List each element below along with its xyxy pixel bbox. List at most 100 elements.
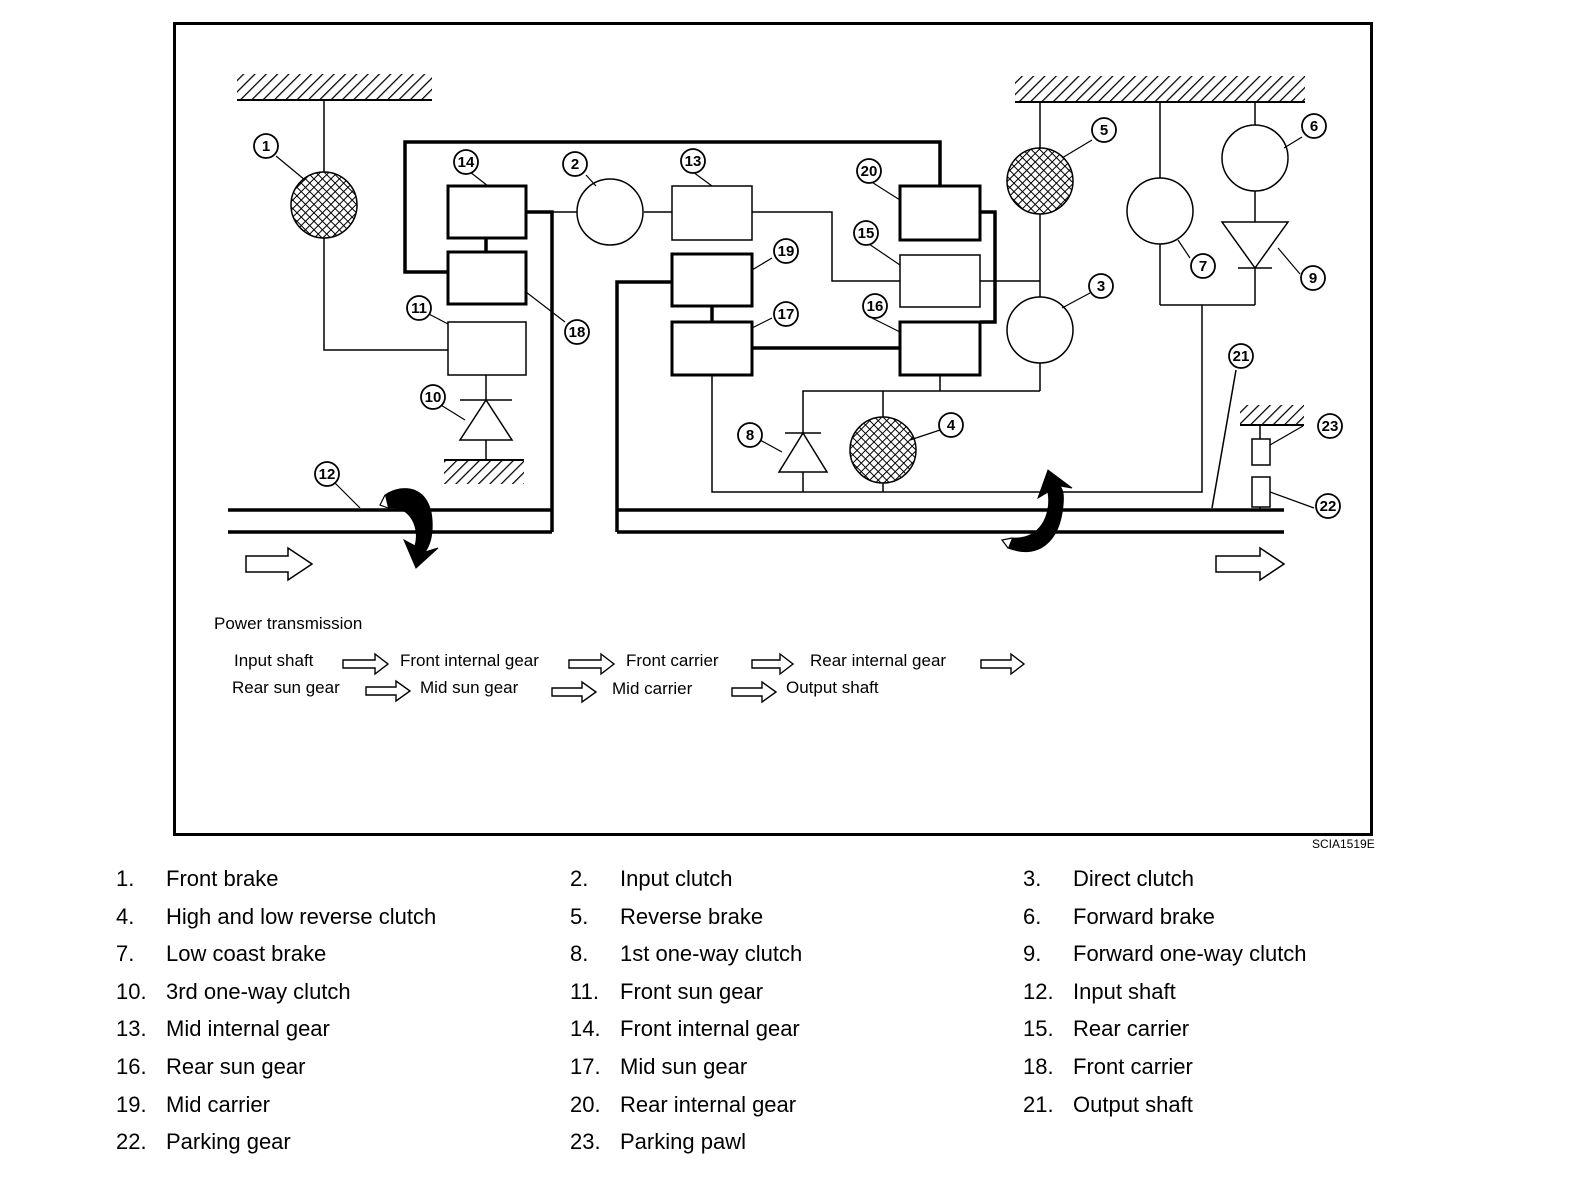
legend-number: 21. xyxy=(1023,1091,1054,1117)
flow-row2-item-2: Mid carrier xyxy=(612,679,693,698)
callout-number: 20 xyxy=(861,163,878,180)
legend-label: Mid internal gear xyxy=(166,1016,330,1042)
rotation-arrows xyxy=(379,469,1073,569)
gear-boxes xyxy=(446,184,982,377)
legend-label: Mid carrier xyxy=(166,1091,270,1117)
legend-label: Rear internal gear xyxy=(620,1091,797,1117)
legend-number: 6. xyxy=(1023,903,1042,929)
callout-number: 4 xyxy=(947,417,956,434)
legend-number: 16. xyxy=(116,1054,147,1079)
callout-4: 4 xyxy=(938,412,964,438)
thick-links xyxy=(228,140,1284,534)
forward-one-way-clutch-symbol xyxy=(1220,221,1290,270)
legend-label: Mid sun gear xyxy=(620,1054,748,1079)
callout-14: 14 xyxy=(453,149,479,175)
flow-arrow xyxy=(365,679,412,703)
legend-number: 15. xyxy=(1023,1016,1054,1042)
legend-number: 18. xyxy=(1023,1054,1054,1079)
callout-number: 14 xyxy=(458,154,475,171)
legend-number: 20. xyxy=(570,1091,601,1117)
front-brake-disc xyxy=(290,171,358,239)
flow-row1-item-0: Input shaft xyxy=(234,651,314,670)
callout-15: 15 xyxy=(853,220,879,246)
callout-number: 23 xyxy=(1322,418,1339,435)
legend-number: 1. xyxy=(116,866,135,891)
callout-17: 17 xyxy=(773,301,799,327)
legend-number: 4. xyxy=(116,903,135,929)
flow-arrow xyxy=(568,652,616,676)
callout-number: 5 xyxy=(1100,122,1108,139)
reverse-brake-disc xyxy=(1006,147,1074,215)
legend-number: 10. xyxy=(116,978,147,1004)
callout-number: 6 xyxy=(1310,118,1318,135)
callout-number: 15 xyxy=(858,225,875,242)
low-coast-brake-disc xyxy=(1126,177,1194,245)
figure-code: SCIA1519E xyxy=(1312,837,1375,851)
callout-21: 21 xyxy=(1228,343,1254,369)
legend-label: Reverse brake xyxy=(620,903,764,929)
legend-label: 1st one-way clutch xyxy=(620,941,803,967)
high-low-reverse-clutch-disc xyxy=(849,416,917,484)
flow-row2-item-1: Mid sun gear xyxy=(420,678,519,697)
legend-label: Rear sun gear xyxy=(166,1054,306,1079)
legend-label: Parking gear xyxy=(166,1129,291,1155)
legend-label: Low coast brake xyxy=(166,941,327,967)
legend-label: 3rd one-way clutch xyxy=(166,978,351,1004)
callout-number: 19 xyxy=(778,243,795,260)
callout-6: 6 xyxy=(1301,113,1327,139)
callout-16: 16 xyxy=(862,293,888,319)
callout-22: 22 xyxy=(1315,493,1341,519)
input-clutch-disc xyxy=(576,178,644,246)
callout-leaders xyxy=(275,136,1315,509)
legend-label: High and low reverse clutch xyxy=(166,903,437,929)
flow-row1-item-3: Rear internal gear xyxy=(810,651,946,670)
forward-brake-disc xyxy=(1221,124,1289,192)
flow-arrow xyxy=(342,652,390,676)
callout-13: 13 xyxy=(680,148,706,174)
1st-one-way-clutch-symbol xyxy=(777,431,829,473)
callout-number: 17 xyxy=(778,306,795,323)
box-mid-internal-gear xyxy=(671,185,753,241)
callout-number: 3 xyxy=(1097,278,1105,295)
parking-pawl-symbol xyxy=(1251,438,1271,466)
callout-1: 1 xyxy=(253,133,279,159)
flow-arrow xyxy=(980,652,1026,676)
box-rear-sun-gear xyxy=(898,320,982,377)
flow-row1-item-1: Front internal gear xyxy=(400,651,539,670)
callout-9: 9 xyxy=(1300,265,1326,291)
legend-label: Forward brake xyxy=(1073,903,1215,929)
legend-label: Input clutch xyxy=(620,866,733,891)
legend-number: 5. xyxy=(570,903,589,929)
flow-arrow xyxy=(551,680,598,704)
legend-label: Input shaft xyxy=(1073,978,1176,1004)
box-mid-sun-gear xyxy=(670,320,754,377)
box-front-sun-gear xyxy=(447,321,527,376)
callout-11: 11 xyxy=(406,295,432,321)
flow-row2-item-3: Output shaft xyxy=(786,678,879,697)
box-rear-internal-gear xyxy=(898,184,982,242)
callout-number: 21 xyxy=(1233,348,1250,365)
callout-5: 5 xyxy=(1091,117,1117,143)
box-mid-carrier xyxy=(670,252,754,308)
callout-number: 11 xyxy=(411,300,427,317)
power-transmission-title: Power transmission xyxy=(214,614,362,633)
ground-hatches xyxy=(237,74,1305,484)
legend-label: Forward one-way clutch xyxy=(1073,941,1307,967)
box-rear-carrier xyxy=(899,254,981,308)
legend-label: Direct clutch xyxy=(1073,866,1195,891)
callout-10: 10 xyxy=(420,384,446,410)
parking-gear-symbol xyxy=(1251,476,1271,508)
callout-number: 10 xyxy=(425,389,442,406)
callout-number: 8 xyxy=(746,427,754,444)
callout-19: 19 xyxy=(773,238,799,264)
legend-number: 13. xyxy=(116,1016,147,1042)
clutch-circles xyxy=(290,124,1289,484)
callout-number: 18 xyxy=(569,324,586,341)
legend-number: 19. xyxy=(116,1091,147,1117)
legend-label: Front internal gear xyxy=(620,1016,800,1042)
legend-number: 7. xyxy=(116,941,135,967)
callout-18: 18 xyxy=(564,319,590,345)
legend-label: Front sun gear xyxy=(620,978,764,1004)
